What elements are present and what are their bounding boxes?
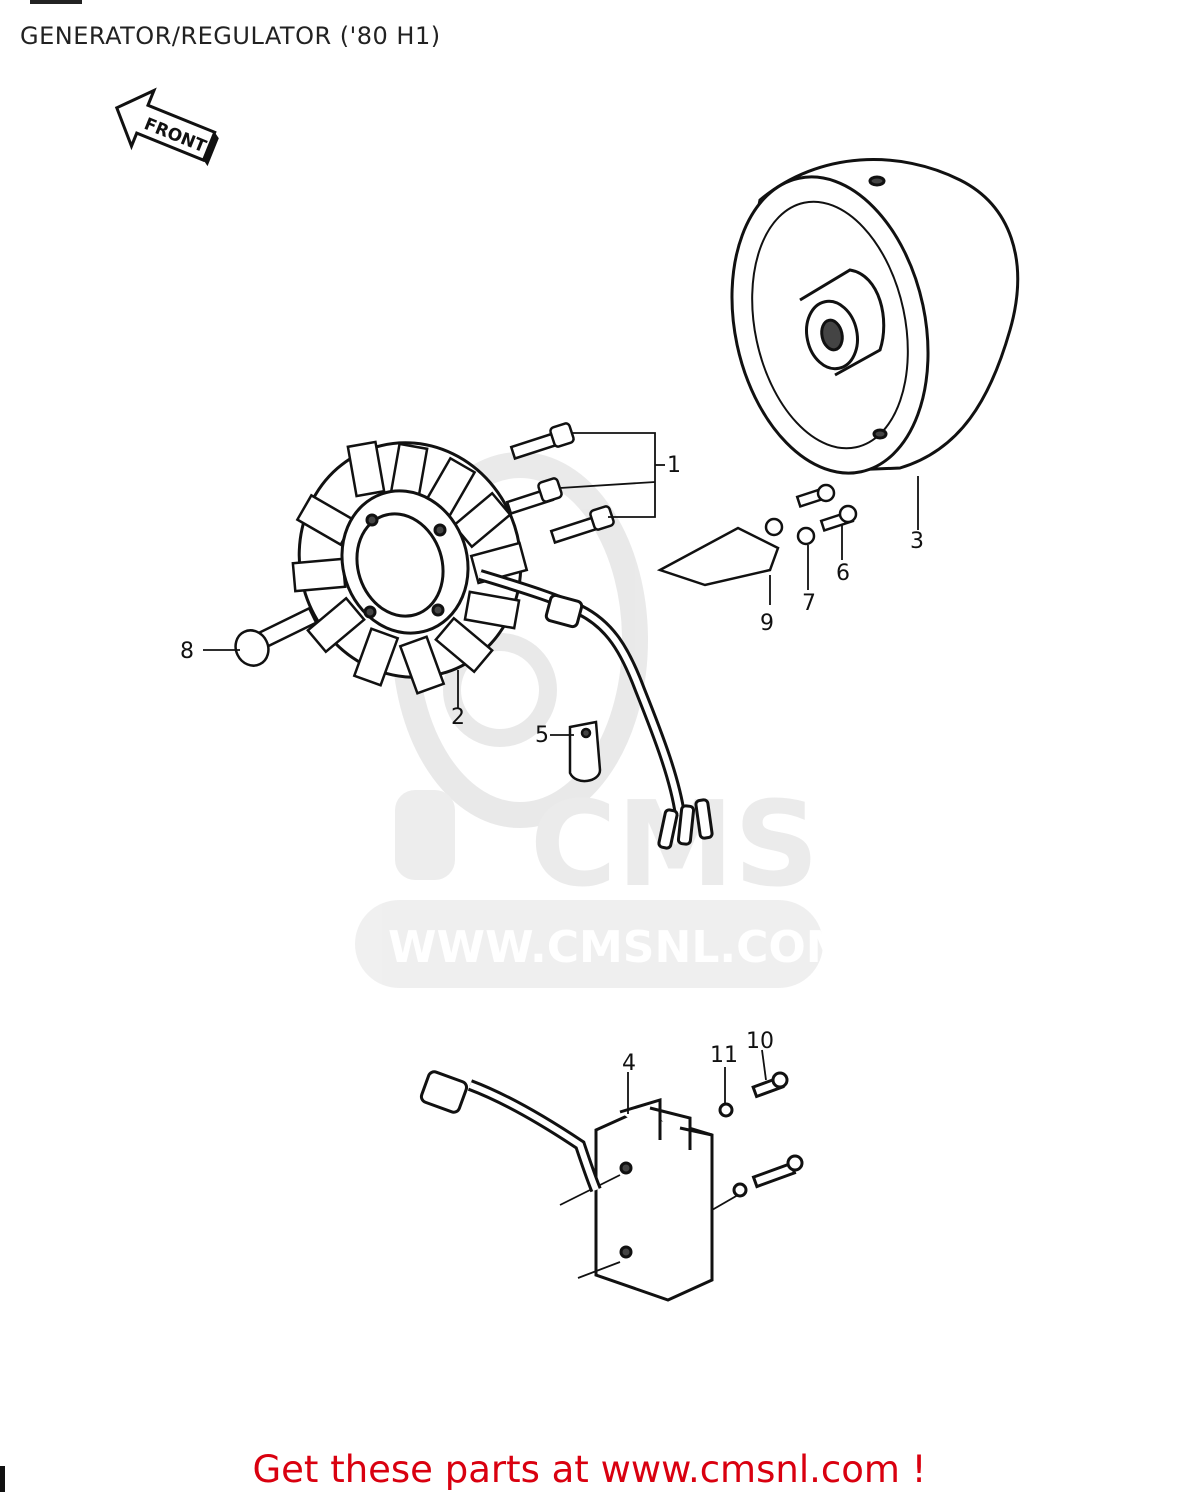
top-edge-mark <box>30 0 82 4</box>
wire-clamp <box>568 720 602 783</box>
regulator-rectifier <box>419 1070 804 1302</box>
callout-leaders <box>203 432 919 1114</box>
callout-5: 5 <box>535 723 549 748</box>
front-arrow: FRONT <box>114 87 219 167</box>
callout-7: 7 <box>802 591 816 616</box>
long-bolt <box>234 606 318 667</box>
callout-10: 10 <box>746 1029 774 1054</box>
stator-harness <box>478 569 714 850</box>
watermark-url: WWW.CMSNL.COM <box>388 922 850 973</box>
cms-watermark: CMS WWW.CMSNL.COM <box>355 452 850 988</box>
callout-2: 2 <box>451 705 465 730</box>
callout-3: 3 <box>910 529 924 554</box>
corner-edge-mark <box>0 1466 5 1492</box>
flywheel-rotor <box>730 158 1020 475</box>
callout-4: 4 <box>622 1051 636 1076</box>
callout-9: 9 <box>760 611 774 636</box>
footer-link[interactable]: Get these parts at www.cmsnl.com ! <box>252 1448 927 1491</box>
small-parts-group <box>656 483 858 587</box>
page-title: GENERATOR/REGULATOR ('80 H1) <box>20 22 441 50</box>
callout-8: 8 <box>180 639 194 664</box>
callout-1: 1 <box>667 453 681 478</box>
stator-coil <box>291 440 529 695</box>
callout-11: 11 <box>710 1043 738 1068</box>
callout-6: 6 <box>836 561 850 586</box>
stator-screws <box>505 422 615 545</box>
